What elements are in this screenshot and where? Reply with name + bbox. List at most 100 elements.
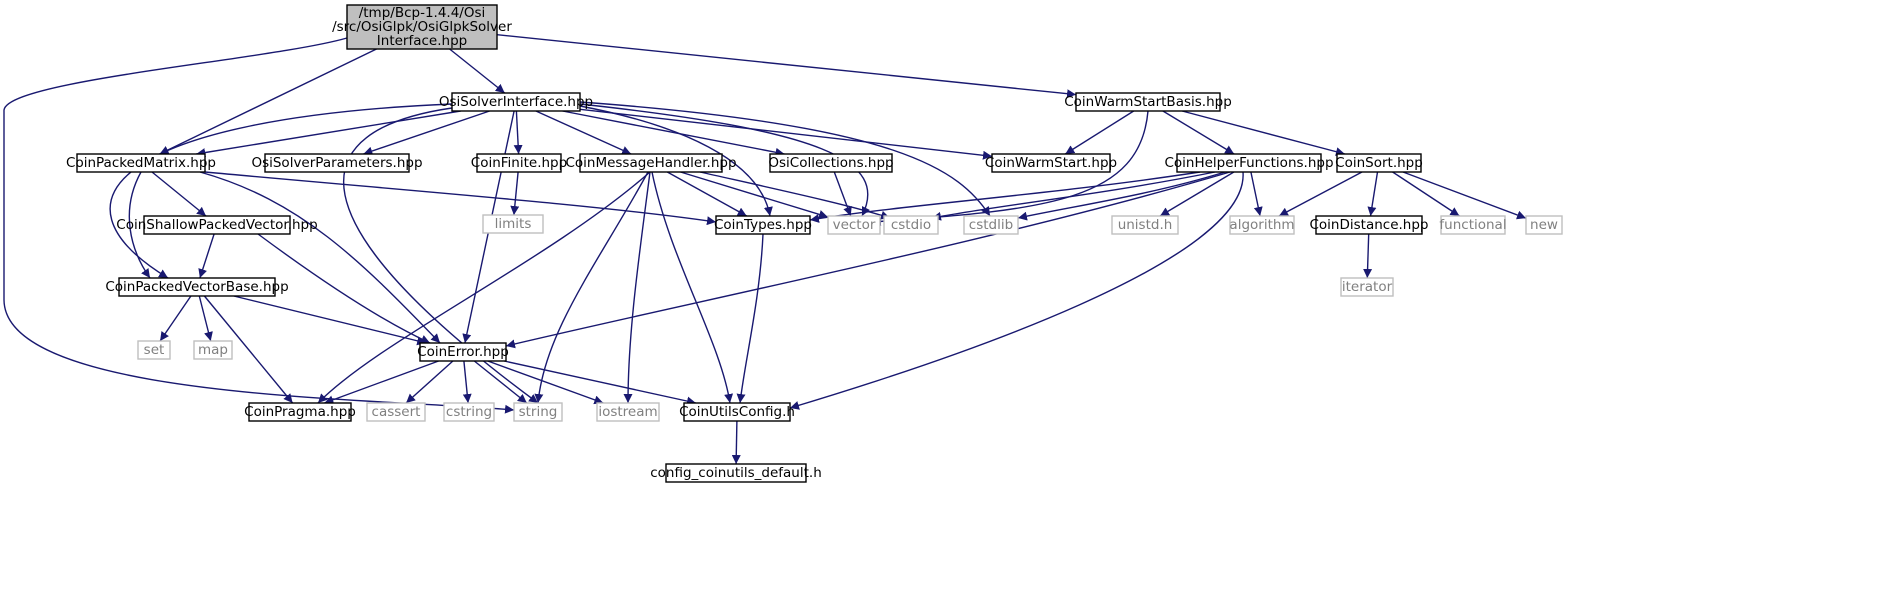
edge-coinutilsconfig-to-config_coinutils_default [731, 420, 741, 465]
node-label-coinshallowpackedvector: CoinShallowPackedVector.hpp [116, 217, 317, 233]
node-box-iterator [1340, 277, 1394, 297]
edge-coinpackedvectorbase-to-coinerror [233, 295, 427, 346]
node-box-coinpackedmatrix [76, 153, 206, 173]
edge-osisolverinterface-to-coinpackedvectorbase [109, 103, 453, 279]
node-box-new [1525, 215, 1563, 235]
node-label-cstdio: cstdio [891, 217, 931, 233]
edge-coinwarmstartbasis-to-coinsort [1181, 110, 1346, 157]
node-coinutilsconfig[interactable]: CoinUtilsConfig.h [679, 402, 795, 422]
node-label-map: map [198, 342, 228, 358]
edge-coinshallowpackedvector-to-coinerror [257, 233, 431, 344]
node-box-osisolverparameters [264, 153, 410, 173]
node-box-coinhelperfunctions [1176, 153, 1322, 173]
edge-osisolverinterface-to-vector [579, 103, 871, 217]
node-label-iterator: iterator [1342, 279, 1393, 295]
edge-coinsort-to-coindistance [1367, 171, 1379, 217]
node-osicollections[interactable]: OsiCollections.hpp [768, 153, 894, 173]
node-box-vector [827, 215, 881, 235]
node-label-coinhelperfunctions: CoinHelperFunctions.hpp [1164, 155, 1333, 171]
node-osisolverinterface[interactable]: OsiSolverInterface.hpp [439, 92, 593, 112]
node-coinhelperfunctions[interactable]: CoinHelperFunctions.hpp [1164, 153, 1334, 173]
node-label-limits: limits [495, 216, 532, 232]
edge-coinerror-to-cstring [462, 360, 472, 404]
node-box-unistd [1111, 215, 1179, 235]
node-root[interactable]: /tmp/Bcp-1.4.4/Osi/src/OsiGlpk/OsiGlpkSo… [332, 4, 512, 50]
edge-coinmessagehandler-to-cointypes [666, 171, 748, 217]
node-label-root: /src/OsiGlpk/OsiGlpkSolver [332, 19, 512, 35]
node-string: string [513, 402, 563, 422]
node-coinshallowpackedvector[interactable]: CoinShallowPackedVector.hpp [116, 215, 318, 235]
node-box-map [193, 340, 233, 360]
node-cointypes[interactable]: CoinTypes.hpp [714, 215, 812, 235]
node-box-coinwarmstartbasis [1075, 92, 1221, 112]
node-label-cassert: cassert [372, 404, 421, 420]
edge-coinsort-to-functional [1392, 171, 1460, 217]
node-box-coinmessagehandler [579, 153, 723, 173]
node-box-cstring [443, 402, 495, 422]
node-label-coinwarmstartbasis: CoinWarmStartBasis.hpp [1064, 94, 1232, 110]
node-coinwarmstartbasis[interactable]: CoinWarmStartBasis.hpp [1064, 92, 1232, 112]
node-set: set [137, 340, 171, 360]
edge-coinerror-to-iostream [487, 360, 604, 405]
node-label-config_coinutils_default: config_coinutils_default.h [650, 465, 822, 481]
node-box-functional [1440, 215, 1506, 235]
edges-layer [3, 34, 1527, 465]
edge-coinhelperfunctions-to-coinerror [505, 171, 1231, 349]
node-label-coinpackedmatrix: CoinPackedMatrix.hpp [66, 155, 216, 171]
node-box-osisolverinterface [451, 92, 581, 112]
node-coinpackedvectorbase[interactable]: CoinPackedVectorBase.hpp [105, 277, 289, 297]
node-label-osicollections: OsiCollections.hpp [768, 155, 893, 171]
node-limits: limits [482, 214, 544, 234]
edge-coinhelperfunctions-to-cstdio [931, 171, 1216, 221]
node-label-root: Interface.hpp [377, 33, 467, 49]
node-coinwarmstart[interactable]: CoinWarmStart.hpp [985, 153, 1117, 173]
node-osisolverparameters[interactable]: OsiSolverParameters.hpp [251, 153, 423, 173]
node-box-coinwarmstart [991, 153, 1111, 173]
node-coinmessagehandler[interactable]: CoinMessageHandler.hpp [565, 153, 737, 173]
node-label-coinmessagehandler: CoinMessageHandler.hpp [565, 155, 736, 171]
edge-osisolverinterface-to-cointypes [579, 105, 773, 217]
node-box-cstdlib [963, 215, 1019, 235]
node-box-string [513, 402, 563, 422]
node-label-functional: functional [1439, 217, 1506, 233]
node-coindistance[interactable]: CoinDistance.hpp [1309, 215, 1429, 235]
node-cstring: cstring [443, 402, 495, 422]
edge-osisolverinterface-to-coinwarmstart [579, 108, 993, 160]
node-label-unistd: unistd.h [1118, 217, 1173, 233]
node-label-osisolverinterface: OsiSolverInterface.hpp [439, 94, 593, 110]
node-label-coindistance: CoinDistance.hpp [1309, 217, 1428, 233]
node-config_coinutils_default[interactable]: config_coinutils_default.h [650, 463, 822, 483]
node-box-cointypes [715, 215, 811, 235]
node-label-vector: vector [833, 217, 876, 233]
node-label-coinpragma: CoinPragma.hpp [244, 404, 356, 420]
node-label-root: /tmp/Bcp-1.4.4/Osi [359, 5, 486, 21]
node-label-set: set [144, 342, 165, 358]
node-cstdlib: cstdlib [963, 215, 1019, 235]
node-box-coinsort [1336, 153, 1422, 173]
edge-cointypes-to-coinutilsconfig [736, 233, 764, 404]
node-box-algorithm [1229, 215, 1295, 235]
node-coinerror[interactable]: CoinError.hpp [417, 342, 509, 362]
node-unistd: unistd.h [1111, 215, 1179, 235]
node-coinpackedmatrix[interactable]: CoinPackedMatrix.hpp [66, 153, 216, 173]
node-label-coinpackedvectorbase: CoinPackedVectorBase.hpp [105, 279, 288, 295]
node-coinfinite[interactable]: CoinFinite.hpp [471, 153, 567, 173]
edge-osisolverinterface-to-osicollections [562, 110, 785, 157]
node-label-cstring: cstring [446, 404, 492, 420]
edge-coinpackedvectorbase-to-map [198, 295, 213, 342]
edge-coinfinite-to-limits [510, 171, 520, 216]
edge-coinerror-to-cassert [405, 360, 454, 404]
edge-coinerror-to-coinpragma [324, 360, 439, 405]
edge-root-to-osisolverinterface [449, 48, 506, 94]
node-label-string: string [519, 404, 558, 420]
edge-osicollections-to-vector [833, 171, 852, 217]
edge-coinhelperfunctions-to-cointypes [809, 171, 1201, 223]
edge-coinmessagehandler-to-vector [680, 171, 829, 219]
node-label-coinutilsconfig: CoinUtilsConfig.h [679, 404, 795, 420]
node-coinsort[interactable]: CoinSort.hpp [1335, 153, 1423, 173]
edge-coinhelperfunctions-to-cstdlib [1017, 171, 1226, 221]
node-box-coinshallowpackedvector [143, 215, 291, 235]
node-map: map [193, 340, 233, 360]
edge-osisolverinterface-to-string [342, 107, 539, 404]
node-coinpragma[interactable]: CoinPragma.hpp [244, 402, 356, 422]
